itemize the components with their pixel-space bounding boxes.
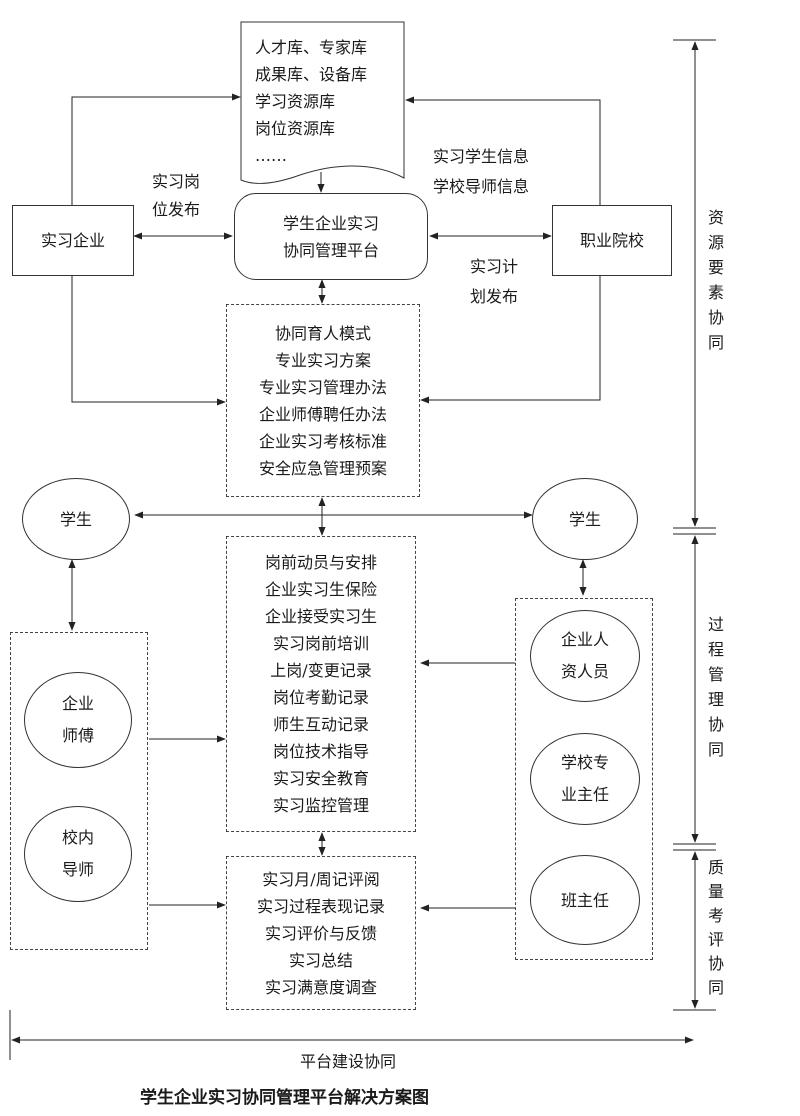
side-label-process: 过 程 管 理 协 同 <box>706 612 726 762</box>
platform-label: 学生企业实习 <box>282 213 379 233</box>
student-right: 学生 <box>532 478 638 560</box>
post-release-line: 实习岗 <box>152 172 201 191</box>
mode-item: 专业实习方案 <box>274 350 371 370</box>
process-item: 岗位考勤记录 <box>272 688 369 707</box>
student-left-label: 学生 <box>59 509 92 529</box>
mode-box: 协同育人模式 专业实习方案 专业实习管理办法 企业师傅聘任办法 企业实习考核标准… <box>226 304 420 497</box>
process-item: 企业接受实习生 <box>264 607 377 626</box>
staff-teacher: 班主任 <box>530 855 640 945</box>
mentor-enterprise-label: 师傅 <box>61 726 94 745</box>
side-char: 评 <box>707 930 724 949</box>
mode-item: 企业师傅聘任办法 <box>258 404 387 424</box>
college-box: 职业院校 <box>552 205 672 276</box>
process-item: 师生互动记录 <box>272 715 369 734</box>
staff-hr-label: 资人员 <box>560 662 609 681</box>
side-char: 同 <box>707 333 724 352</box>
side-char: 理 <box>707 690 724 709</box>
quality-item: 实习评价与反馈 <box>264 923 377 943</box>
college-label: 职业院校 <box>579 231 644 250</box>
process-item: 实习监控管理 <box>272 796 369 815</box>
process-item: 岗前动员与安排 <box>264 553 377 572</box>
side-char: 质 <box>707 858 724 877</box>
resource-db-line: 岗位资源库 <box>255 119 336 138</box>
info-line: 实习学生信息 <box>433 147 530 166</box>
staff-director: 学校专 业主任 <box>530 733 640 825</box>
resource-db-line: 学习资源库 <box>255 92 336 111</box>
arrow-college-to-db <box>405 96 601 205</box>
process-item: 岗位技术指导 <box>272 742 369 761</box>
side-char: 协 <box>707 308 724 327</box>
side-char: 协 <box>707 954 724 973</box>
resource-db-line: …… <box>255 146 287 165</box>
info-line: 学校导师信息 <box>433 177 530 196</box>
side-char: 同 <box>707 978 724 997</box>
bottom-platform-label: 平台建设协同 <box>300 1052 397 1071</box>
side-char: 考 <box>707 906 724 925</box>
quality-item: 实习过程表现记录 <box>256 896 385 916</box>
side-char: 管 <box>707 665 724 684</box>
process-item: 实习安全教育 <box>272 769 369 788</box>
side-char: 素 <box>707 283 724 302</box>
plan-release-line: 实习计 <box>470 257 519 276</box>
student-right-label: 学生 <box>568 509 601 529</box>
plan-release-line: 划发布 <box>470 287 519 306</box>
staff-hr-label: 企业人 <box>560 630 609 649</box>
quality-item: 实习满意度调查 <box>264 977 377 997</box>
arrow-enterprise-to-db <box>71 93 241 205</box>
process-item: 上岗/变更记录 <box>270 661 372 680</box>
mentor-enterprise: 企业 师傅 <box>24 672 132 768</box>
plan-release-label: 实习计 划发布 <box>470 252 518 312</box>
mode-item: 安全应急管理预案 <box>258 458 387 478</box>
side-char: 源 <box>707 233 724 252</box>
quality-box: 实习月/周记评阅 实习过程表现记录 实习评价与反馈 实习总结 实习满意度调查 <box>226 856 416 1010</box>
staff-director-label: 业主任 <box>560 785 609 804</box>
staff-hr: 企业人 资人员 <box>530 610 640 702</box>
quality-item: 实习总结 <box>288 950 353 970</box>
figure-caption: 学生企业实习协同管理平台解决方案图 <box>140 1088 429 1108</box>
side-char: 要 <box>707 258 724 277</box>
post-release-line: 位发布 <box>152 200 201 219</box>
mentor-school-label: 校内 <box>61 828 94 847</box>
student-left: 学生 <box>22 478 130 560</box>
mentor-school-label: 导师 <box>61 860 94 879</box>
resource-db: 人才库、专家库 成果库、设备库 学习资源库 岗位资源库 …… <box>255 34 405 169</box>
post-release-label: 实习岗 位发布 <box>152 168 200 224</box>
arrow-enterprise-to-mode <box>71 276 226 406</box>
staff-teacher-label: 班主任 <box>560 890 609 910</box>
platform-label: 协同管理平台 <box>282 240 379 260</box>
arrow-college-to-mode <box>420 276 601 404</box>
side-char: 同 <box>707 740 724 759</box>
side-char: 协 <box>707 715 724 734</box>
resource-db-line: 成果库、设备库 <box>255 65 368 84</box>
resource-db-line: 人才库、专家库 <box>255 38 368 57</box>
enterprise-box: 实习企业 <box>12 205 134 276</box>
process-box: 岗前动员与安排 企业实习生保险 企业接受实习生 实习岗前培训 上岗/变更记录 岗… <box>226 536 416 832</box>
side-label-resource: 资 源 要 素 协 同 <box>706 205 726 355</box>
mode-item: 企业实习考核标准 <box>258 431 387 451</box>
mode-item: 专业实习管理办法 <box>258 377 387 397</box>
side-char: 量 <box>707 882 724 901</box>
side-char: 过 <box>707 615 724 634</box>
process-item: 企业实习生保险 <box>264 580 377 599</box>
mode-item: 协同育人模式 <box>274 323 371 343</box>
quality-item: 实习月/周记评阅 <box>262 869 380 889</box>
enterprise-label: 实习企业 <box>40 231 105 250</box>
resource-db-shape <box>240 21 405 184</box>
info-label: 实习学生信息 学校导师信息 <box>433 142 529 202</box>
mentor-school: 校内 导师 <box>24 806 132 902</box>
staff-director-label: 学校专 <box>560 753 609 772</box>
process-item: 实习岗前培训 <box>272 634 369 653</box>
platform-box: 学生企业实习 协同管理平台 <box>234 193 428 280</box>
side-char: 资 <box>707 208 724 227</box>
side-char: 程 <box>707 640 724 659</box>
side-label-quality: 质 量 考 评 协 同 <box>706 856 726 1000</box>
mentor-enterprise-label: 企业 <box>61 694 94 713</box>
